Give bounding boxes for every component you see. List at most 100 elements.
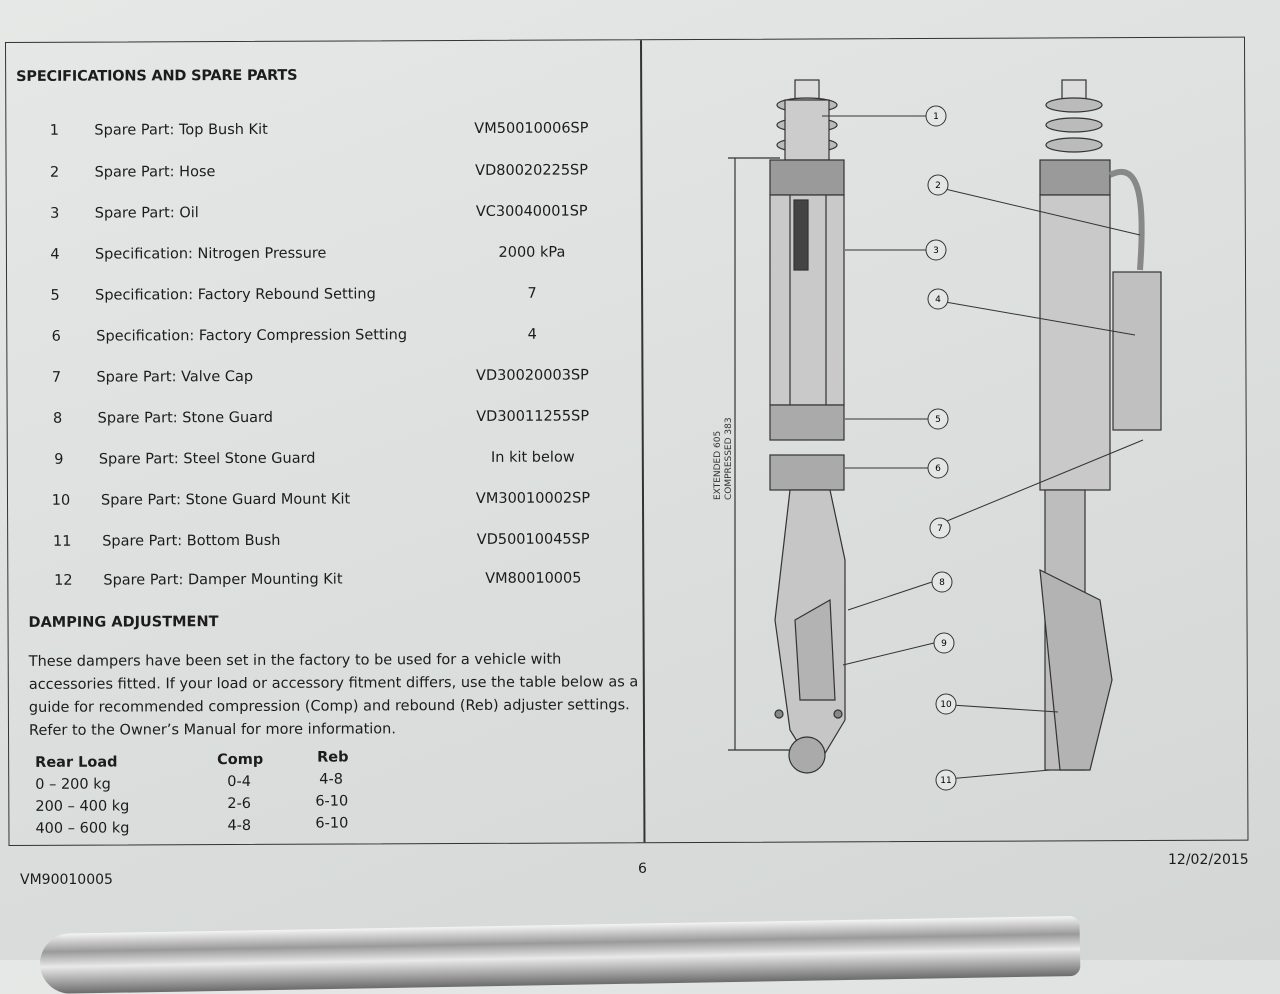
spec-value: 4	[527, 326, 537, 343]
callout-number: 7	[937, 524, 943, 534]
document-date: 12/02/2015	[1168, 852, 1249, 868]
table-cell: 4-8	[319, 771, 343, 788]
leader-line	[927, 298, 1136, 336]
spec-row: 7 Spare Part: Valve Cap VD30020003SP	[7, 367, 637, 394]
callout-circle	[927, 174, 949, 196]
callout-number: 8	[939, 578, 945, 588]
table-cell: 4-8	[227, 817, 252, 835]
spec-number: 6	[51, 328, 61, 345]
specs-heading: SPECIFICATIONS AND SPARE PARTS	[16, 67, 298, 85]
spec-label: Specification: Factory Compression Setti…	[96, 327, 408, 345]
spec-number: 10	[51, 492, 71, 509]
spec-label: Specification: Factory Rebound Setting	[95, 286, 376, 304]
spec-value: VM30010002SP	[475, 490, 591, 507]
callout-number: 9	[941, 639, 947, 649]
spec-row: 8 Spare Part: Stone Guard VD30011255SP	[8, 408, 638, 435]
damping-heading: DAMPING ADJUSTMENT	[28, 614, 219, 631]
leader-line	[847, 581, 933, 611]
callout-number: 4	[935, 295, 941, 305]
spec-label: Spare Part: Stone Guard Mount Kit	[100, 491, 351, 509]
spec-number: 9	[54, 451, 64, 468]
spec-number: 5	[50, 287, 60, 304]
spec-label: Spare Part: Stone Guard	[97, 409, 273, 427]
table-cell: 200 – 400 kg	[35, 798, 130, 815]
table-cell: 2-6	[227, 795, 252, 813]
spec-row: 9 Spare Part: Steel Stone Guard In kit bel…	[8, 449, 638, 476]
callout-circle	[929, 517, 951, 539]
spec-number: 12	[54, 572, 73, 589]
callout-circle	[933, 632, 955, 654]
leader-line	[929, 439, 1144, 529]
spec-value: In kit below	[490, 449, 575, 466]
spec-row: 10 Spare Part: Stone Guard Mount Kit VM300…	[8, 490, 638, 517]
spec-row: 11 Spare Part: Bottom Bush VD50010045SP	[8, 531, 638, 558]
spec-value: VD80020225SP	[475, 162, 589, 179]
spec-label: Spare Part: Damper Mounting Kit	[103, 571, 343, 589]
spec-number: 8	[52, 410, 63, 427]
table-cell: 400 – 600 kg	[35, 820, 130, 837]
spec-number: 3	[50, 205, 60, 222]
spec-value: VD30020003SP	[476, 367, 589, 384]
spec-number: 7	[51, 369, 62, 386]
spec-number: 4	[50, 246, 60, 263]
spec-value: VM50010006SP	[474, 120, 589, 137]
dimension-compressed: COMPRESSED 383	[724, 417, 734, 500]
spec-row: 1 Spare Part: Top Bush Kit VM50010006SP	[6, 120, 636, 147]
spec-row: 12 Spare Part: Damper Mounting Kit VM80010…	[8, 570, 638, 597]
callout-number: 10	[940, 700, 952, 710]
callout-number: 6	[935, 464, 941, 474]
spec-label: Spare Part: Oil	[94, 205, 199, 222]
callout-group: 1 2 3 4 5 6 7 8 9 10 11	[822, 105, 1144, 791]
table-cell: 0 – 200 kg	[35, 776, 111, 793]
callout-circle	[935, 693, 957, 715]
table-cell: 6-10	[315, 815, 349, 832]
callout-number: 2	[935, 181, 941, 191]
spec-number: 1	[49, 122, 60, 139]
callout-circle	[927, 457, 949, 479]
table-cell: 0-4	[227, 773, 251, 791]
doc-code: VM90010005	[20, 872, 113, 888]
callout-circle	[931, 571, 953, 593]
callout-circle	[925, 105, 947, 127]
spec-number: 2	[49, 164, 60, 181]
spec-label: Specification: Nitrogen Pressure	[94, 245, 327, 263]
spec-label: Spare Part: Steel Stone Guard	[98, 450, 316, 468]
table-header-load: Rear Load	[35, 754, 118, 771]
spec-value: VD50010045SP	[476, 531, 590, 548]
callout-circle	[927, 288, 949, 310]
table-header-comp: Comp	[217, 751, 264, 769]
spec-value: VM80010005	[485, 570, 582, 587]
spec-row: 3 Spare Part: Oil VC30040001SP	[7, 203, 637, 230]
page-number: 6	[638, 861, 647, 877]
spec-label: Spare Part: Bottom Bush	[102, 532, 281, 550]
spec-value: 7	[527, 285, 537, 302]
spec-number: 11	[52, 533, 72, 550]
spec-value: VD30011255SP	[476, 408, 590, 425]
table-header-reb: Reb	[317, 749, 349, 766]
spec-value: VC30040001SP	[475, 203, 588, 220]
spec-label: Spare Part: Top Bush Kit	[94, 121, 268, 139]
callout-number: 11	[940, 776, 951, 786]
leader-line	[842, 642, 935, 666]
spec-label: Spare Part: Valve Cap	[96, 368, 254, 386]
cutlery-object	[39, 915, 1081, 994]
callout-number: 5	[935, 415, 941, 425]
damper-diagram: EXTENDED 605 COMPRESSED 383 123456789101…	[713, 79, 1162, 791]
callout-circle	[935, 769, 957, 791]
callout-number: 1	[933, 112, 939, 122]
leader-line	[927, 184, 1141, 236]
callout-number: 3	[933, 246, 939, 256]
spec-label: Spare Part: Hose	[94, 164, 216, 181]
spec-row: 5 Specification: Factory Rebound Setting 7	[7, 285, 637, 312]
damper-front-view	[769, 79, 846, 774]
callout-circle	[927, 408, 949, 430]
callout-circle	[925, 239, 947, 261]
spec-row: 2 Spare Part: Hose VD80020225SP	[7, 162, 637, 189]
damping-paragraph: These dampers have been set in the facto…	[28, 651, 639, 739]
damper-side-view	[1039, 79, 1162, 771]
dimension-extended: EXTENDED 605	[713, 431, 723, 500]
table-cell: 6-10	[315, 793, 349, 810]
spec-row: 4 Specification: Nitrogen Pressure 2000 kP…	[7, 244, 637, 271]
spec-value: 2000 kPa	[498, 244, 566, 261]
